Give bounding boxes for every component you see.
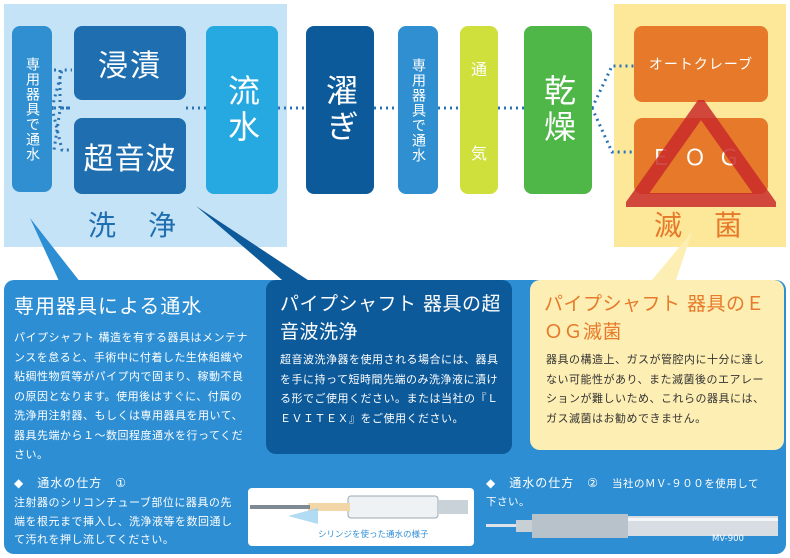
ventilation-label-2: 気 [470,144,487,163]
warning-triangle-icon [626,100,776,207]
washing-label: 洗 浄 [88,209,179,242]
immersion-label: 浸漬 [98,49,162,84]
ultrasonic-panel [266,280,512,454]
dedicated-water-label-2: 専用器具で通水 [410,57,426,163]
autoclave-label: オートクレーブ [648,57,754,73]
dedicated-water-box-2: 専用器具で通水 [398,26,438,194]
autoclave-box: オートクレーブ [634,26,768,102]
sterilization-label: 滅 菌 [654,209,745,242]
method1-body: 注射器のシリコンチューブ部位に器具の先端を根元まで挿入し、洗浄液等を数回通して汚… [14,496,233,546]
method-white-strip [248,460,784,470]
syringe-caption: シリンジを使った通水の様子 [318,530,429,540]
syringe-photo: シリンジを使った通水の様子 [248,488,474,546]
method2-body-line1: 当社のＭＶ‐９００を使用して [612,478,759,490]
method2-body-line2: 下さい。 [486,496,530,508]
water-panel-body: パイプシャフト 構造を有する器具はメンテナンスを怠ると、手術中に付着した生体組織… [14,331,248,461]
drying-label: 乾燥 [539,74,577,146]
ultrasonic-label: 超音波 [83,142,177,177]
syringe-icon [250,495,468,524]
eog-panel-body: 器具の構造上、ガスが管腔内に十分に達しない可能性があり、また滅菌後のエアレーショ… [546,353,765,425]
connector-lines [50,64,634,154]
rinse-label: 濯ぎ [321,74,359,146]
dedicated-water-box: 専用器具で通水 [12,26,52,192]
ventilation-label-1: 通 [470,60,487,79]
eog-panel [530,280,784,450]
ultrasonic-panel-body: 超音波洗浄器を使用される場合には、器具を手に持って短時間先端のみ洗浄液に漬ける形… [280,353,499,425]
method2-title: ◆ 通水の仕方 ② [486,476,599,490]
mv900-device-icon [486,514,778,538]
callout-pointers [30,206,692,292]
water-panel-title: 専用器具による通水 [14,294,203,318]
running-water-box: 流水 [206,26,278,194]
drying-box: 乾燥 [524,26,592,194]
ultrasonic-box: 超音波 [74,118,186,194]
immersion-box: 浸漬 [74,26,186,100]
ultrasonic-panel-title: パイプシャフト 器具の超音波洗浄 [280,293,502,343]
ventilation-box: 通 気 [460,26,498,194]
mv900-caption: MV-900 [712,534,744,544]
dedicated-water-label: 専用器具で通水 [24,56,40,162]
running-water-label: 流水 [223,74,261,146]
eog-panel-title: パイプシャフト 器具のＥＯＧ滅菌 [544,293,766,343]
method1-title: ◆ 通水の仕方 ① [14,476,127,490]
rinse-box: 濯ぎ [306,26,374,194]
